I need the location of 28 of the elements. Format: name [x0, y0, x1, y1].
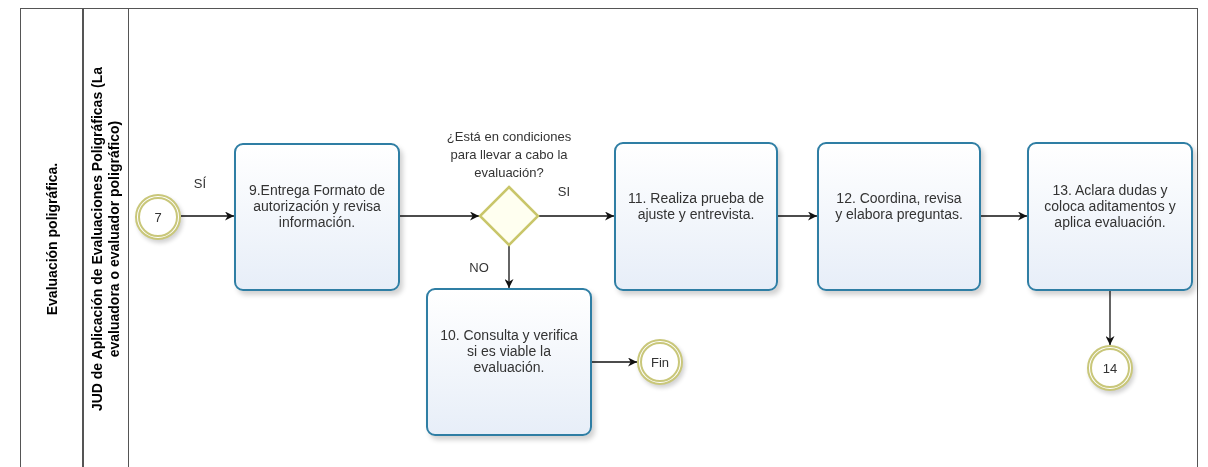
event-circle: [1087, 345, 1133, 391]
event-circle: [637, 339, 683, 385]
process-label: 11. Realiza prueba de ajuste y entrevista.: [628, 189, 764, 222]
edge-label: SÍ: [191, 175, 209, 191]
process-label: 9.Entrega Formato de autorización y revisa información.: [248, 182, 386, 230]
pool-title: Evaluación poligráfica.: [43, 161, 60, 317]
arrow: [504, 245, 514, 289]
arrow: [1105, 290, 1115, 346]
event-circle: [135, 194, 181, 240]
process-label: 13. Aclara dudas y coloca aditamentos y aplica evaluación.: [1043, 181, 1177, 230]
decision-question: ¿Está en condiciones para llevar a cabo la evaluación?: [445, 128, 573, 182]
process-box: [1027, 142, 1193, 291]
process-box: [614, 142, 778, 291]
arrow: [591, 357, 638, 367]
process-box: [426, 288, 592, 436]
lane-title: JUD de Aplicación de Evaluaciones Poligráficas (La evaluadora o evaluador poligráfico): [89, 65, 123, 414]
process-box: [817, 142, 981, 291]
arrow: [180, 211, 235, 221]
process-label: 10. Consulta y verifica si es viable la evaluación.: [440, 327, 578, 375]
arrow: [399, 211, 480, 221]
event-label: 14: [1102, 360, 1118, 376]
event-label: Fin: [650, 354, 670, 370]
arrow: [777, 211, 818, 221]
process-label: 12. Coordina, revisa y elabora preguntas.: [834, 189, 964, 222]
process-box: [234, 143, 400, 291]
arrow: [538, 211, 615, 221]
event-label: 7: [154, 209, 162, 225]
arrow: [980, 211, 1028, 221]
